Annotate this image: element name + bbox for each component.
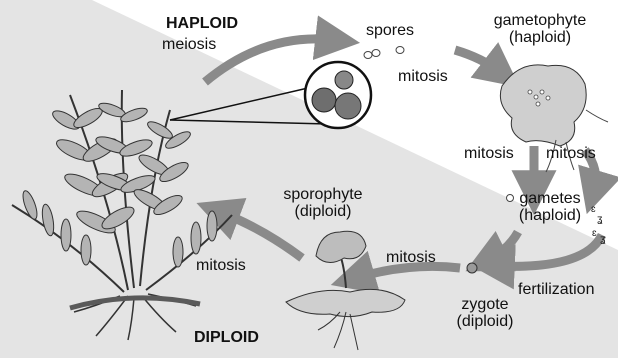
gametes-label: gametes (haploid) (510, 190, 590, 225)
svg-text:ɛ: ɛ (592, 228, 597, 239)
spore-icons (364, 47, 404, 59)
mitosis-label-gametophyte-left: mitosis (464, 145, 514, 162)
mitosis-arrow-to-gametophyte (455, 50, 500, 72)
mitosis-label-spores: mitosis (398, 68, 448, 85)
mitosis-label-sporophyte: mitosis (196, 257, 246, 274)
svg-text:ʓ: ʓ (597, 214, 603, 225)
svg-text:ʓ: ʓ (600, 234, 606, 245)
spores-label: spores (366, 22, 414, 39)
svg-text:ɛ: ɛ (591, 204, 596, 215)
diploid-region-label: DIPLOID (194, 329, 259, 346)
zygote-label: zygote (diploid) (440, 296, 530, 331)
haploid-region-label: HAPLOID (166, 15, 238, 32)
meiosis-label: meiosis (162, 36, 216, 53)
zygote-cell (467, 263, 477, 273)
gametophyte-label: gametophyte (haploid) (470, 12, 610, 47)
sporophyte-label: sporophyte (diploid) (268, 186, 378, 221)
mitosis-label-gametophyte-right: mitosis (546, 145, 596, 162)
mitosis-label-zygote: mitosis (386, 249, 436, 266)
